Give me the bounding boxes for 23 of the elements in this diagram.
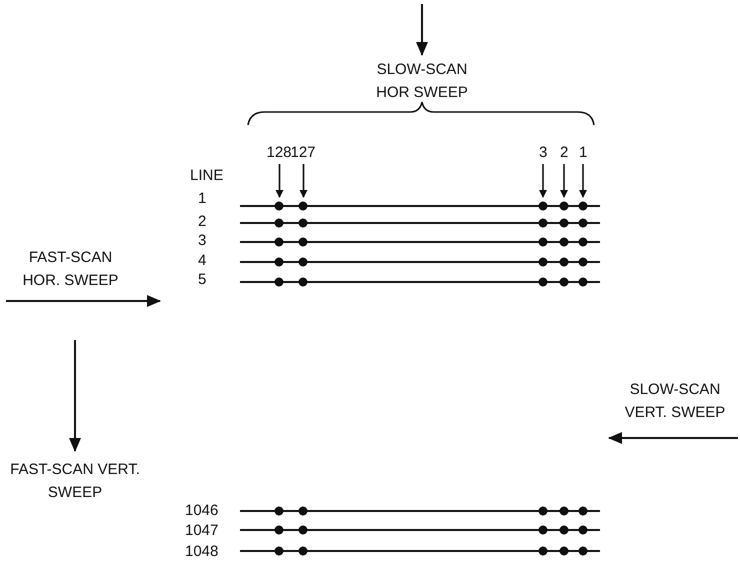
line-number: 1047 xyxy=(185,521,218,541)
column-number: 127 xyxy=(290,141,316,164)
sweep-label: SLOW-SCAN HOR SWEEP xyxy=(375,60,469,103)
column-number: 2 xyxy=(560,141,568,164)
line-number: 5 xyxy=(198,270,206,290)
line-number: 4 xyxy=(198,251,206,271)
sweep-label: SLOW-SCAN VERT. SWEEP xyxy=(624,380,726,423)
leader-arrow xyxy=(579,164,587,198)
sweep-label: FAST-SCAN HOR. SWEEP xyxy=(22,248,120,291)
leader-arrow xyxy=(539,164,547,198)
line-number: 1 xyxy=(198,189,206,209)
leader-arrow xyxy=(300,164,308,198)
column-number: 128 xyxy=(266,141,292,164)
column-number: 3 xyxy=(539,141,548,164)
line-number: 2 xyxy=(198,212,206,232)
line-number: 1048 xyxy=(185,542,218,562)
sweep-label: FAST-SCAN VERT. SWEEP xyxy=(10,460,140,503)
leader-arrow xyxy=(560,164,568,198)
leader-arrow xyxy=(276,164,284,198)
line-number: 1046 xyxy=(185,501,218,521)
axis-heading: LINE xyxy=(190,166,224,186)
column-number: 1 xyxy=(579,141,588,164)
line-number: 3 xyxy=(198,231,206,251)
